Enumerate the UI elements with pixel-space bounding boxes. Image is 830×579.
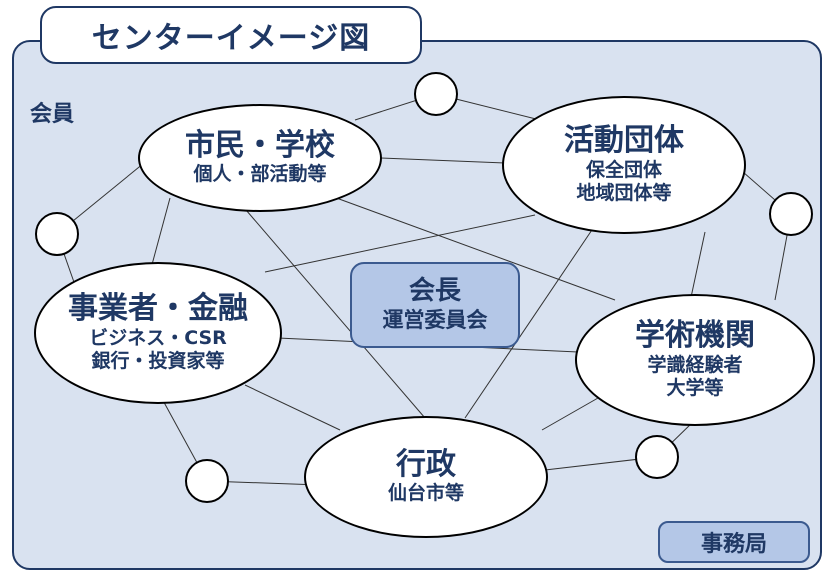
node-activity-groups: 活動団体 保全団体 地域団体等 (502, 96, 746, 234)
node-activity-title: 活動団体 (564, 123, 684, 158)
node-business-finance: 事業者・金融 ビジネス・CSR 銀行・投資家等 (34, 262, 282, 404)
node-government-title: 行政 (396, 446, 456, 482)
node-citizens-sub: 個人・部活動等 (193, 163, 327, 186)
node-business-title: 事業者・金融 (68, 291, 248, 326)
node-citizens-title: 市民・学校 (185, 127, 335, 163)
node-academic-sub2: 大学等 (666, 377, 724, 400)
member-circle-right (769, 192, 813, 236)
node-academic-sub1: 学識経験者 (647, 353, 743, 376)
member-circle-bottom-left (185, 459, 229, 503)
title-tab: センターイメージ図 (40, 6, 422, 64)
link-line (239, 202, 426, 419)
center-line2: 運営委員会 (382, 308, 488, 333)
node-citizens-schools: 市民・学校 個人・部活動等 (138, 104, 382, 212)
members-label: 会員 (30, 102, 75, 127)
link-line (244, 384, 341, 431)
member-circle-top (414, 72, 458, 116)
node-activity-sub1: 保全団体 (585, 158, 662, 181)
node-academic-title: 学術機関 (635, 318, 755, 353)
link-line (264, 214, 536, 273)
link-line (689, 231, 706, 303)
link-line (149, 197, 171, 273)
member-circle-bottom-right (635, 435, 679, 479)
member-circle-left (35, 212, 79, 256)
node-government-sub: 仙台市等 (387, 482, 464, 505)
center-line1: 会長 (408, 276, 461, 307)
link-line (319, 191, 616, 301)
link-line (379, 157, 506, 164)
link-line (464, 217, 601, 419)
node-business-sub1: ビジネス・CSR (89, 326, 227, 349)
node-activity-sub2: 地域団体等 (576, 182, 672, 205)
center-chair-committee: 会長 運営委員会 (350, 262, 520, 348)
page-title: センターイメージ図 (91, 21, 371, 56)
node-business-sub2: 銀行・投資家等 (91, 350, 225, 373)
node-academic: 学術機関 学識経験者 大学等 (575, 294, 815, 426)
secretariat-box: 事務局 (658, 521, 810, 563)
node-government: 行政 仙台市等 (304, 416, 548, 538)
